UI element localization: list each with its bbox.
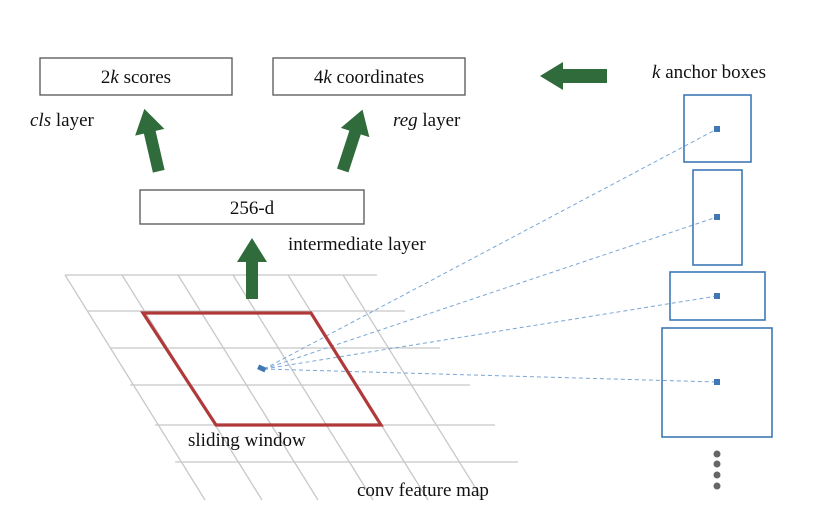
reg-coordinates-text: 4k coordinates [314, 67, 424, 88]
anchor-center-point [714, 379, 720, 385]
intermediate-layer-label: intermediate layer [288, 234, 426, 255]
anchor-box [661, 327, 773, 438]
anchor-boxes-label: k anchor boxes [652, 62, 766, 83]
conv-feature-map-label: conv feature map [357, 480, 489, 501]
intermediate-box [139, 189, 365, 225]
anchor-box [692, 169, 743, 266]
conv-feature-map-grid [64, 274, 518, 501]
anchor-center-point [714, 214, 720, 220]
ellipsis-dot [713, 482, 721, 490]
grid-col-line [177, 274, 319, 501]
cls-layer-label: cls layer [30, 110, 95, 131]
anchor-center-point [714, 293, 720, 299]
anchor-boxes [661, 94, 773, 438]
projection-line [263, 216, 718, 370]
up-arrow-intermediate [237, 238, 267, 299]
intermediate-box-text: 256-d [230, 198, 275, 219]
reg-coordinates-box [272, 57, 466, 96]
sliding-window-label: sliding window [188, 430, 306, 451]
anchor-box [683, 94, 752, 163]
left-arrow-anchors [540, 62, 607, 90]
cls-scores-text: 2k scores [101, 67, 171, 88]
projection-line [263, 368, 718, 383]
reg-layer-label: reg layer [393, 110, 461, 131]
grid-col-line [64, 274, 206, 501]
ellipsis-dot [713, 460, 721, 468]
window-center-point [257, 364, 267, 373]
projection-line [263, 128, 718, 370]
anchor-centers [714, 126, 720, 385]
ellipsis-dot [713, 471, 721, 479]
arrows [135, 62, 607, 299]
anchor-projection-lines [263, 128, 718, 383]
grid-col-line [342, 274, 484, 501]
up-arrow-cls [135, 108, 165, 173]
ellipsis-dots [713, 450, 721, 490]
up-arrow-reg [337, 109, 370, 173]
anchor-box [669, 271, 766, 321]
ellipsis-dot [713, 450, 721, 458]
cls-scores-box [39, 57, 233, 96]
sliding-window [140, 311, 384, 427]
anchor-center-point [714, 126, 720, 132]
grid-col-line [232, 274, 374, 501]
